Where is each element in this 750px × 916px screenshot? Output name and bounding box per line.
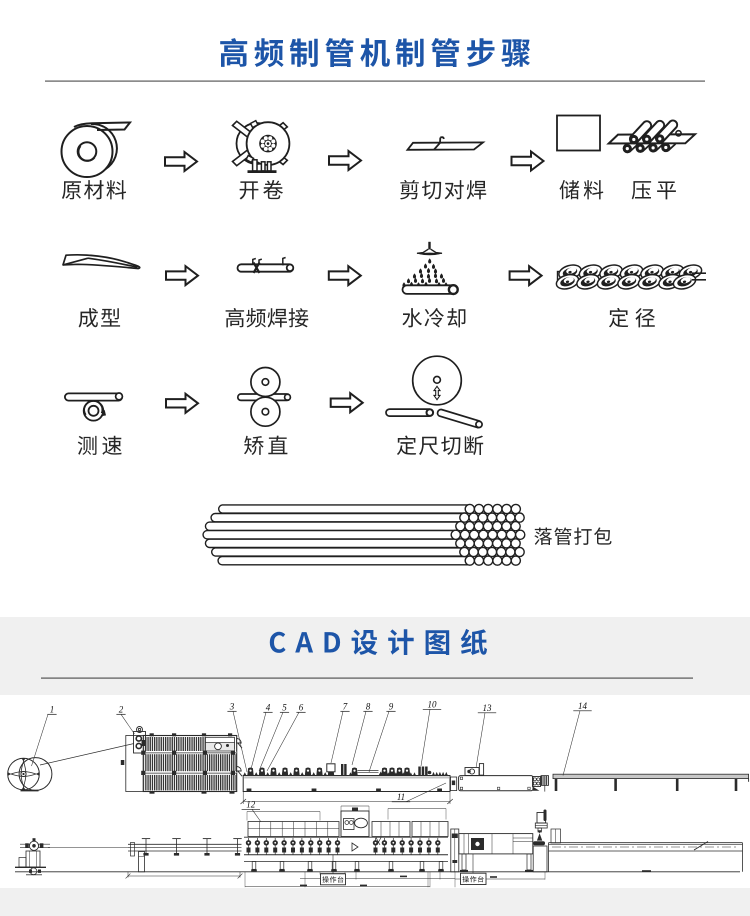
svg-text:1: 1	[50, 705, 55, 715]
svg-text:13: 13	[483, 703, 493, 713]
svg-text:2: 2	[119, 705, 124, 715]
svg-text:4: 4	[266, 703, 271, 713]
svg-text:11: 11	[397, 792, 405, 802]
svg-text:9: 9	[389, 702, 394, 712]
svg-text:14: 14	[578, 701, 588, 711]
svg-text:10: 10	[428, 700, 438, 710]
svg-text:6: 6	[299, 703, 304, 713]
svg-text:7: 7	[343, 702, 348, 712]
svg-text:5: 5	[282, 703, 287, 713]
svg-text:8: 8	[366, 702, 371, 712]
svg-text:3: 3	[229, 702, 235, 712]
svg-text:12: 12	[246, 800, 256, 810]
